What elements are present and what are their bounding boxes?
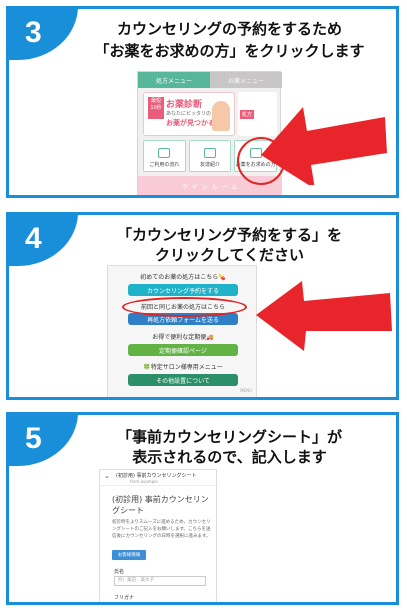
step-5-panel: 5 「事前カウンセリングシート」が 表示されるので、記入します ⌄ (初診用) … bbox=[6, 412, 399, 605]
counseling-sheet-screenshot: ⌄ (初診用) 事前カウンセリングシート form.example (初診用) … bbox=[99, 469, 218, 605]
step-title-line2: 「お薬をお求めの方」をクリックします bbox=[94, 42, 365, 60]
menu-corner-label: MENU bbox=[240, 388, 252, 393]
red-arrow-icon bbox=[261, 107, 387, 185]
person-illustration-icon bbox=[212, 101, 230, 131]
banner-tag: 最短10秒 bbox=[148, 97, 164, 119]
tab-medicine-menu[interactable]: お薬メニュー bbox=[210, 72, 282, 88]
chevron-down-icon[interactable]: ⌄ bbox=[104, 472, 110, 480]
form-header-url: form.example bbox=[130, 479, 158, 484]
highlight-oval bbox=[122, 297, 247, 317]
flow-icon bbox=[158, 148, 171, 158]
step-title-line1: カウンセリングの予約をするため bbox=[116, 20, 342, 38]
subscription-text: お得で便利な定期便🚚 bbox=[152, 334, 214, 341]
form-title: (初診用) 事前カウンセリングシート bbox=[112, 495, 209, 515]
step-title-line2: 表示されるので、記入します bbox=[132, 448, 327, 466]
form-description: 初診時をよりスムーズに進めるため、カウンセリングシートのご記入をお願いします。こ… bbox=[112, 520, 211, 539]
step-number: 3 bbox=[25, 16, 42, 49]
step-number-badge bbox=[9, 415, 78, 466]
form-header-title: (初診用) 事前カウンセリングシート bbox=[116, 473, 197, 479]
other-settings-button[interactable]: その他設置について bbox=[128, 374, 238, 386]
step-number: 4 bbox=[25, 222, 42, 255]
step-title-line2: クリックしてください bbox=[154, 246, 305, 264]
banner-subtitle: あなたにピッタリの bbox=[166, 111, 212, 117]
bottom-bar: ラ イ ン ル ー ム bbox=[138, 176, 282, 195]
friend-referral-button[interactable]: 友達紹介 bbox=[188, 140, 232, 172]
usage-flow-button[interactable]: ご利用の流れ bbox=[143, 140, 186, 172]
prescription-tag: 処方 bbox=[240, 110, 255, 119]
banner-title: お薬診断 bbox=[166, 100, 203, 110]
first-prescription-text: 初めてのお薬の処方はこちら💊 bbox=[140, 274, 226, 281]
friend-referral-label: 友達紹介 bbox=[200, 162, 221, 168]
line-menu-screenshot: 初めてのお薬の処方はこちら💊 カウンセリング予約をする 前回と同じお薬の処方はこ… bbox=[107, 265, 257, 397]
customer-info-section: お客様情報 bbox=[112, 550, 146, 560]
subscription-page-button[interactable]: 定期便確認ページ bbox=[128, 344, 238, 356]
tab-prescription-menu[interactable]: 処方メニュー bbox=[138, 72, 210, 88]
step-title-line1: 「事前カウンセリングシート」が bbox=[116, 428, 342, 446]
medicine-diagnosis-banner[interactable]: 最短10秒 お薬診断 あなたにピッタリの お薬が見つかる bbox=[143, 92, 235, 136]
red-arrow-icon bbox=[256, 281, 392, 351]
name-label: 氏名 bbox=[114, 569, 125, 575]
menu-tabs: 処方メニュー お薬メニュー bbox=[138, 72, 282, 88]
usage-flow-label: ご利用の流れ bbox=[149, 162, 180, 168]
step-number: 5 bbox=[25, 422, 42, 455]
name-input[interactable]: 例）薬田 薬太子 bbox=[114, 576, 206, 586]
handshake-icon bbox=[204, 148, 216, 158]
kana-input[interactable] bbox=[114, 602, 206, 605]
step-number-badge bbox=[9, 215, 78, 266]
counseling-reserve-button[interactable]: カウンセリング予約をする bbox=[128, 284, 238, 296]
step-title-line1: 「カウンセリング予約をする」を bbox=[116, 226, 342, 244]
banner-catch: お薬が見つかる bbox=[166, 119, 215, 127]
form-header: ⌄ (初診用) 事前カウンセリングシート form.example bbox=[100, 470, 218, 486]
prescription-box[interactable]: 処方 bbox=[238, 92, 277, 136]
step-4-panel: 4 「カウンセリング予約をする」を クリックしてください 初めてのお薬の処方はこ… bbox=[6, 212, 399, 400]
salon-menu-text: 🍀特定サロン様専用メニュー bbox=[143, 364, 223, 371]
step-number-badge bbox=[9, 9, 78, 60]
step-3-panel: 3 カウンセリングの予約をするため 「お薬をお求めの方」をクリックします 処方メ… bbox=[6, 6, 399, 198]
kana-label: フリガナ bbox=[114, 595, 135, 601]
